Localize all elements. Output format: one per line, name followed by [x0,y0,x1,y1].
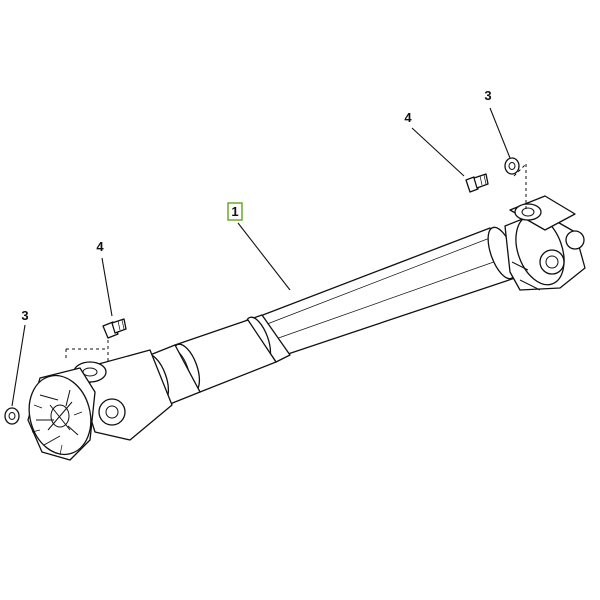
callout-4-left: 4 [96,239,104,254]
right-washer-guide [513,163,527,210]
left-yoke [27,349,173,461]
right-washer [504,157,520,175]
leader-4-left [101,257,113,317]
leader-4-right [411,127,465,177]
left-bolt [102,318,127,339]
shaft-tube [140,226,517,405]
callout-4-right: 4 [404,110,412,125]
callout-3-right: 3 [484,88,491,103]
leader-1 [237,222,291,291]
left-bolt-guide [65,340,109,362]
callout-1: 1 [231,204,238,219]
callout-1-box [227,202,243,221]
left-washer [4,407,20,425]
leader-3-right [489,107,511,159]
right-bolt [465,173,489,193]
callout-3-left: 3 [21,308,28,323]
right-yoke [504,195,586,291]
leader-3-left [11,324,26,407]
